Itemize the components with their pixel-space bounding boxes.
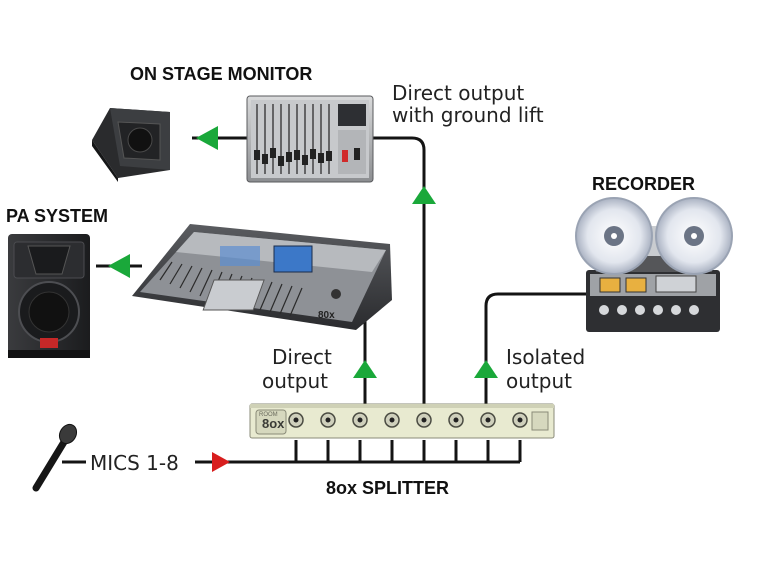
svg-text:80x: 80x xyxy=(318,310,335,321)
label-on-stage-monitor: ON STAGE MONITOR xyxy=(130,64,312,84)
label-splitter: 8ox SPLITTER xyxy=(326,478,449,498)
label-isolated-line1: Isolated xyxy=(506,345,585,369)
splitter-brand: ROOM xyxy=(259,412,278,418)
monitor-wedge-speaker xyxy=(92,108,170,182)
label-direct-line2: output xyxy=(262,369,328,393)
signal-arrows xyxy=(108,126,498,472)
label-direct-line1: Direct xyxy=(272,345,332,369)
cables xyxy=(62,136,588,464)
label-recorder: RECORDER xyxy=(592,174,695,194)
splitter-unit: 8ox ROOM xyxy=(249,403,555,439)
arrow-to-monitor-wedge xyxy=(196,126,218,150)
arrow-up-recorder-feed xyxy=(474,360,498,378)
label-pa-system: PA SYSTEM xyxy=(6,206,108,226)
label-mics: MICS 1-8 xyxy=(90,451,179,475)
cable-recorder-feed xyxy=(484,292,588,418)
splitter-logo: 8ox xyxy=(262,416,285,431)
monitor-mixer xyxy=(246,95,374,183)
arrow-mics-in xyxy=(212,452,230,472)
reel-recorder xyxy=(575,197,733,332)
cable-monitor-feed xyxy=(372,136,426,415)
arrow-up-pa-feed xyxy=(353,360,377,378)
label-isolated-line2: output xyxy=(506,369,572,393)
pa-speaker xyxy=(8,234,90,358)
arrow-up-monitor-feed xyxy=(412,186,436,204)
label-direct-ground-line1: Direct output xyxy=(392,81,524,105)
label-direct-ground-line2: with ground lift xyxy=(392,103,544,127)
microphone xyxy=(32,423,78,492)
arrow-to-pa-speaker xyxy=(108,254,130,278)
pa-console: 80x xyxy=(132,224,392,330)
cable-splitter-tails xyxy=(232,440,522,464)
